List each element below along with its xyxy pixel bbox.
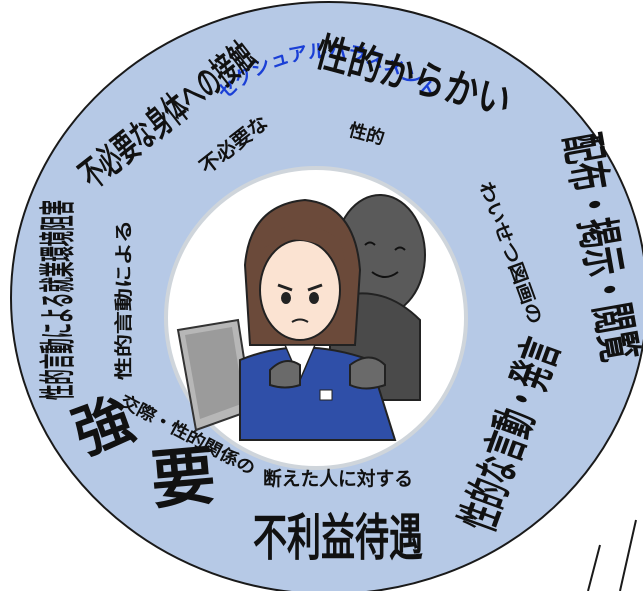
- illustration: [176, 194, 426, 441]
- ring-item-6-label: 断えた人に対する: [263, 467, 413, 490]
- ring-item-6-main: 不利益待遇: [253, 509, 423, 567]
- ring-item-4-main: 性的言動による就業環境阻害: [38, 200, 79, 400]
- monitor-screen: [185, 327, 244, 419]
- left-hand: [269, 360, 301, 389]
- ring-item-4-label: 性的言動による: [113, 220, 135, 380]
- decorative-stroke: [587, 544, 601, 591]
- ring-item-5-main-char2: 要: [148, 439, 218, 518]
- decorative-stroke-2: [619, 519, 637, 591]
- right-hand: [349, 356, 386, 390]
